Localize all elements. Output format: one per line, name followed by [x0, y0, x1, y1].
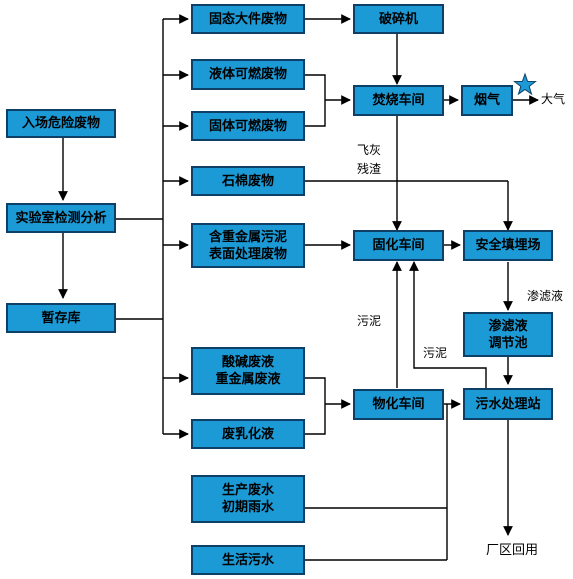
node-incoming-hazardous-waste: 入场危险废物: [6, 109, 116, 138]
label-atmosphere: 大气: [541, 92, 566, 106]
node-flue-gas: 烟气: [461, 85, 513, 116]
label-residue: 残渣: [357, 162, 382, 176]
node-waste-emulsion: 废乳化液: [191, 419, 305, 449]
label-leachate: 渗滤液: [527, 289, 564, 303]
node-heavy-metal-sludge: 含重金属污泥 表面处理废物: [191, 223, 305, 268]
label-sludge-right: 污泥: [423, 346, 448, 360]
node-domestic-sewage: 生活污水: [191, 545, 305, 575]
node-lab-analysis: 实验室检测分析: [6, 203, 116, 233]
node-crusher: 破碎机: [353, 4, 444, 34]
node-incineration-workshop: 焚烧车间: [353, 85, 444, 116]
node-leachate-regulating-pond: 渗滤液 调节池: [463, 312, 553, 357]
node-acid-alkali-waste: 酸碱废液 重金属废液: [191, 347, 305, 395]
node-liquid-combustible-waste: 液体可燃废物: [191, 59, 305, 90]
node-wastewater-treatment-station: 污水处理站: [463, 388, 553, 420]
label-plant-reuse: 厂区回用: [486, 543, 539, 558]
node-physicochemical-workshop: 物化车间: [353, 389, 444, 420]
node-solid-bulky-waste: 固态大件废物: [191, 4, 305, 34]
label-sludge-left: 污泥: [357, 314, 382, 328]
node-temporary-storage: 暂存库: [6, 303, 116, 333]
node-solid-combustible-waste: 固体可燃废物: [191, 111, 305, 141]
node-asbestos-waste: 石棉废物: [191, 166, 305, 196]
node-solidification-workshop: 固化车间: [353, 230, 444, 261]
node-secure-landfill: 安全填埋场: [463, 230, 553, 261]
node-production-wastewater: 生产废水 初期雨水: [191, 475, 305, 523]
label-fly-ash: 飞灰: [357, 143, 382, 157]
